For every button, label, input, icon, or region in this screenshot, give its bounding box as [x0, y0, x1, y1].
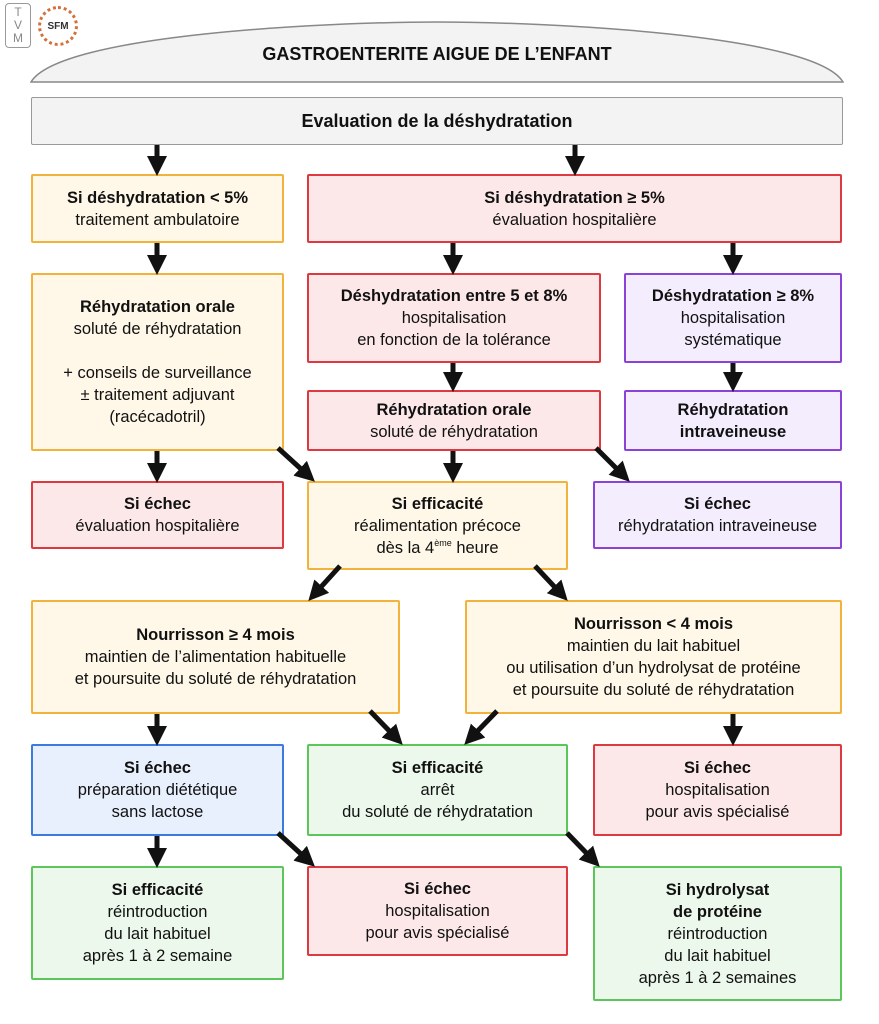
box-text: après 1 à 2 semaines	[638, 968, 797, 987]
box-text: du lait habituel	[664, 946, 771, 965]
box-text: et poursuite du soluté de réhydratation	[74, 670, 357, 688]
box-text: sans lactose	[111, 803, 204, 821]
box-text: arrêt	[420, 781, 455, 799]
box-heading: Si échec	[684, 495, 751, 513]
box-heading: de protéine	[673, 902, 762, 921]
box-heading: Si déshydratation < 5%	[66, 188, 249, 207]
box-text: + conseils de surveillance	[63, 364, 252, 382]
box-text: ou utilisation d’un hydrolysat de protéi…	[506, 659, 801, 677]
box-heading: Si efficacité	[391, 759, 484, 777]
box-text: après 1 à 2 semaine	[82, 947, 233, 965]
box-heading: intraveineuse	[679, 422, 787, 441]
arrow	[368, 709, 403, 745]
arrow	[565, 831, 600, 867]
box-deshydratation-plus-5: Si déshydratation ≥ 5% évaluation hospita…	[307, 174, 842, 243]
box-heading: Si échec	[684, 759, 751, 777]
box-heading: Nourrisson ≥ 4 mois	[136, 626, 295, 644]
box-echec-rehydratation-iv: Si échec réhydratation intraveineuse	[593, 481, 842, 549]
box-evaluation: Evaluation de la déshydratation	[31, 97, 843, 145]
box-text: évaluation hospitalière	[75, 517, 240, 535]
arrow	[308, 564, 342, 601]
box-heading: Si échec	[124, 495, 191, 513]
box-text: soluté de réhydratation	[73, 320, 242, 338]
box-text: du soluté de réhydratation	[342, 803, 533, 821]
box-echec-avis-specialise-2: Si échec hospitalisation pour avis spécial…	[307, 866, 568, 956]
box-text: traitement ambulatoire	[75, 210, 240, 229]
box-heading: Si efficacité	[111, 881, 204, 899]
box-heading: Si hydrolysat	[665, 880, 770, 899]
arrow	[594, 446, 630, 482]
box-text: dès la 4ème heure	[376, 537, 499, 557]
box-heading: Réhydratation orale	[80, 298, 235, 316]
box-nourrisson-moins-4-mois: Nourrisson < 4 mois maintien du lait habi…	[465, 600, 842, 714]
box-heading: Déshydratation ≥ 8%	[651, 287, 815, 305]
box-text: du lait habituel	[104, 925, 211, 943]
box-efficacite-realimentation: Si efficacité réalimentation précoce dès l…	[307, 481, 568, 570]
box-rehydratation-orale-ambulatoire: Réhydratation orale soluté de réhydratati…	[31, 273, 284, 451]
arrow	[276, 446, 315, 482]
box-heading: Déshydratation entre 5 et 8%	[340, 287, 568, 305]
box-text: ± traitement adjuvant	[80, 386, 235, 404]
box-text: pour avis spécialisé	[645, 803, 790, 821]
page-title: GASTROENTERITE AIGUE DE L’ENFANT	[262, 44, 612, 64]
sfm-logo: SFM	[38, 6, 78, 46]
box-text: en fonction de la tolérance	[357, 331, 551, 349]
box-text: réintroduction	[107, 903, 208, 921]
box-text: (racécadotril)	[109, 408, 206, 426]
box-text: et poursuite du soluté de réhydratation	[512, 681, 795, 699]
box-efficacite-arret-solute: Si efficacité arrêt du soluté de réhydrata…	[307, 744, 568, 836]
box-text: hospitalisation	[401, 309, 507, 327]
arrow	[533, 564, 568, 601]
box-text: systématique	[684, 331, 782, 349]
box-text: soluté de réhydratation	[370, 422, 538, 441]
box-text: hospitalisation	[385, 902, 490, 920]
box-echec-evaluation-hospitaliere: Si échec évaluation hospitalière	[31, 481, 284, 549]
box-heading: Si déshydratation ≥ 5%	[484, 188, 665, 207]
title-banner	[30, 21, 844, 83]
box-text: évaluation hospitalière	[492, 210, 657, 229]
box-echec-sans-lactose: Si échec préparation diététique sans lacto…	[31, 744, 284, 836]
box-text: réalimentation précoce	[354, 516, 521, 535]
box-text: hospitalisation	[665, 781, 770, 799]
box-text: maintien du lait habituel	[566, 637, 741, 655]
box-text: hospitalisation	[680, 309, 786, 327]
box-heading: Réhydratation orale	[376, 400, 532, 419]
box-hydrolysat-reintroduction: Si hydrolysat de protéine réintroduction du…	[593, 866, 842, 1001]
box-rehydratation-intraveineuse: Réhydratation intraveineuse	[624, 390, 842, 451]
box-heading: Nourrisson < 4 mois	[573, 615, 734, 633]
box-text: réintroduction	[667, 924, 768, 943]
box-echec-avis-specialise-1: Si échec hospitalisation pour avis spécial…	[593, 744, 842, 836]
box-heading: Si efficacité	[391, 494, 484, 513]
box-heading: Si échec	[124, 759, 191, 777]
box-text: pour avis spécialisé	[365, 924, 510, 942]
box-deshydratation-5-8: Déshydratation entre 5 et 8% hospitalisat…	[307, 273, 601, 363]
arrow	[276, 831, 315, 867]
box-heading: Réhydratation	[677, 400, 789, 419]
box-nourrisson-plus-4-mois: Nourrisson ≥ 4 mois maintien de l’aliment…	[31, 600, 400, 714]
box-text: réhydratation intraveineuse	[617, 517, 818, 535]
box-text: préparation diététique	[77, 781, 238, 799]
box-heading: Evaluation de la déshydratation	[301, 111, 573, 131]
superscript: ème	[434, 537, 452, 548]
box-text: maintien de l’alimentation habituelle	[84, 648, 347, 666]
box-deshydratation-plus-8: Déshydratation ≥ 8% hospitalisation systém…	[624, 273, 842, 363]
box-heading: Si échec	[404, 880, 471, 898]
arrow	[464, 709, 499, 745]
